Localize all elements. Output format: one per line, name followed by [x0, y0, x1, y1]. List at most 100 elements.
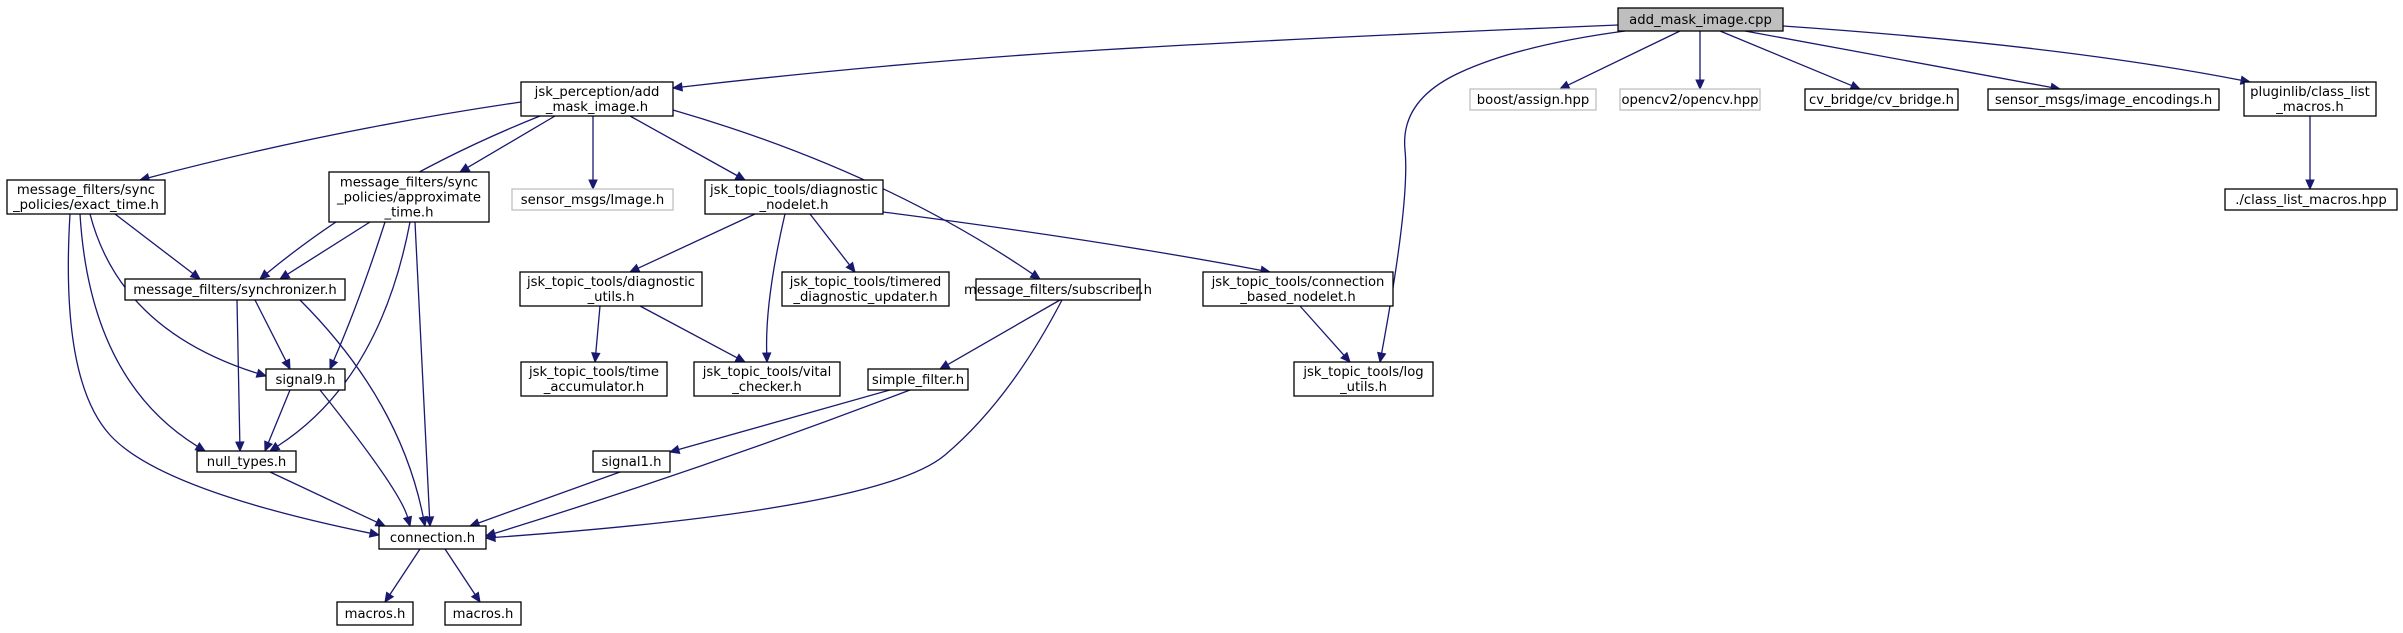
node-jsk-perception-add-mask[interactable]: jsk_perception/add_mask_image.h [520, 81, 674, 117]
edge-diagnostic_nodelet-to-diagnostic_utils [628, 213, 756, 273]
node-label: pluginlib/class_list [2250, 85, 2370, 100]
edge-exact_time-to-null_types [79, 213, 207, 452]
edge-signal9-to-null_types [264, 389, 291, 453]
node-label: message_filters/sync [17, 183, 155, 198]
node-signal9[interactable]: signal9.h [265, 368, 346, 391]
edge-subscriber-to-simple_filter [938, 299, 1061, 370]
edge-signal9-to-connection [319, 389, 413, 528]
node-label: _nodelet.h [758, 198, 828, 213]
node-label: _diagnostic_updater.h [792, 290, 937, 305]
node-vital-checker[interactable]: jsk_topic_tools/vital_checker.h [693, 361, 841, 397]
arrowhead-icon [374, 517, 387, 527]
node-box [444, 601, 522, 626]
node-pluginlib[interactable]: pluginlib/class_list_macros.h [2243, 81, 2377, 117]
node-log-utils[interactable]: jsk_topic_tools/log_utils.h [1293, 361, 1434, 397]
node-box [1619, 88, 1761, 111]
node-cv-bridge[interactable]: cv_bridge/cv_bridge.h [1804, 88, 1959, 111]
arrowhead-icon [268, 441, 281, 452]
node-label: jsk_topic_tools/time [528, 365, 659, 380]
arrowhead-icon [458, 163, 471, 173]
node-box [378, 525, 487, 550]
node-label: simple_filter.h [872, 373, 964, 388]
node-label: sensor_msgs/image_encodings.h [1995, 93, 2212, 108]
node-box [693, 361, 841, 397]
node-label: jsk_topic_tools/diagnostic [526, 275, 695, 290]
arrowhead-icon [1340, 351, 1351, 363]
edge-root-to-jsk_perception_add_mask [671, 24, 1619, 92]
arrowhead-icon [761, 352, 772, 364]
node-label: _based_nodelet.h [1239, 290, 1355, 305]
node-root[interactable]: add_mask_image.cpp [1617, 7, 1784, 32]
edges-layer [67, 24, 2315, 604]
node-label: macros.h [453, 607, 514, 622]
node-box [2224, 188, 2398, 211]
arrowhead-icon [845, 261, 856, 273]
edge-signal1-to-connection [468, 471, 621, 528]
arrowhead-icon [2305, 179, 2315, 191]
node-box [704, 179, 884, 215]
node-class-list-macros-hpp[interactable]: ./class_list_macros.hpp [2224, 188, 2398, 211]
node-label: _utils.h [587, 290, 635, 305]
node-sensor-image[interactable]: sensor_msgs/Image.h [511, 188, 674, 211]
node-timered-updater[interactable]: jsk_topic_tools/timered_diagnostic_updat… [781, 271, 950, 307]
node-box [867, 368, 969, 391]
node-label: boost/assign.hpp [1477, 93, 1590, 108]
edge-diagnostic_nodelet-to-vital_checker [761, 213, 786, 364]
edge-root-to-pluginlib [1782, 25, 2252, 85]
edge-approximate_time-to-synchronizer [278, 221, 371, 280]
node-approximate-time[interactable]: message_filters/sync_policies/approximat… [328, 171, 490, 223]
edge-pluginlib-to-class_list_macros_hpp [2305, 116, 2315, 191]
node-box [1293, 361, 1434, 397]
edge-exact_time-to-synchronizer [114, 213, 201, 280]
edge-root-to-log_utils [1377, 30, 1626, 364]
node-box [2243, 81, 2377, 117]
node-label: jsk_topic_tools/connection [1211, 275, 1385, 290]
node-label: macros.h [345, 607, 406, 622]
node-label: signal1.h [602, 455, 662, 470]
node-time-accumulator[interactable]: jsk_topic_tools/time_accumulator.h [520, 361, 668, 397]
node-signal1[interactable]: signal1.h [592, 450, 671, 473]
arrowhead-icon [189, 269, 201, 280]
node-image-encodings[interactable]: sensor_msgs/image_encodings.h [1987, 88, 2220, 111]
node-macros2[interactable]: macros.h [444, 601, 522, 626]
node-label: jsk_topic_tools/timered [789, 275, 942, 290]
node-label: jsk_topic_tools/vital [702, 365, 832, 380]
node-macros1[interactable]: macros.h [336, 601, 414, 626]
node-label: _checker.h [731, 380, 802, 395]
node-null-types[interactable]: null_types.h [196, 450, 297, 473]
arrowhead-icon [1695, 79, 1705, 91]
edge-jsk_perception_add_mask-to-sensor_image [588, 116, 598, 191]
node-label: signal9.h [276, 373, 336, 388]
node-label: connection.h [390, 531, 475, 546]
node-box [196, 450, 297, 473]
node-simple-filter[interactable]: simple_filter.h [867, 368, 969, 391]
arrowhead-icon [470, 591, 481, 604]
node-label: jsk_perception/add [534, 85, 660, 100]
arrowhead-icon [329, 358, 339, 371]
node-connection-based-nodelet[interactable]: jsk_topic_tools/connection_based_nodelet… [1202, 271, 1394, 307]
node-boost-assign[interactable]: boost/assign.hpp [1469, 88, 1597, 111]
node-label: jsk_topic_tools/diagnostic [709, 183, 878, 198]
node-box [336, 601, 414, 626]
node-connection[interactable]: connection.h [378, 525, 487, 550]
node-label: _policies/exact_time.h [12, 198, 159, 213]
node-subscriber[interactable]: message_filters/subscriber.h [964, 278, 1152, 301]
node-label: message_filters/sync [340, 176, 478, 191]
node-exact-time[interactable]: message_filters/sync_policies/exact_time… [6, 179, 166, 215]
node-box [328, 171, 490, 223]
node-box [975, 278, 1141, 301]
node-opencv[interactable]: opencv2/opencv.hpp [1619, 88, 1761, 111]
arrowhead-icon [259, 269, 271, 280]
edge-connection-to-macros1 [384, 548, 421, 604]
node-synchronizer[interactable]: message_filters/synchronizer.h [124, 278, 346, 301]
node-label: sensor_msgs/Image.h [521, 193, 665, 208]
arrowhead-icon [1849, 80, 1862, 90]
edge-diagnostic_nodelet-to-connection_based_nodelet [882, 211, 1272, 275]
node-box [1617, 7, 1784, 32]
edge-synchronizer-to-signal9 [254, 299, 291, 371]
node-diagnostic-utils[interactable]: jsk_topic_tools/diagnostic_utils.h [519, 271, 703, 307]
edge-null_types-to-connection [269, 471, 387, 527]
node-diagnostic-nodelet[interactable]: jsk_topic_tools/diagnostic_nodelet.h [704, 179, 884, 215]
edge-diagnostic_utils-to-time_accumulator [591, 305, 601, 364]
node-label: jsk_topic_tools/log [1302, 365, 1423, 380]
